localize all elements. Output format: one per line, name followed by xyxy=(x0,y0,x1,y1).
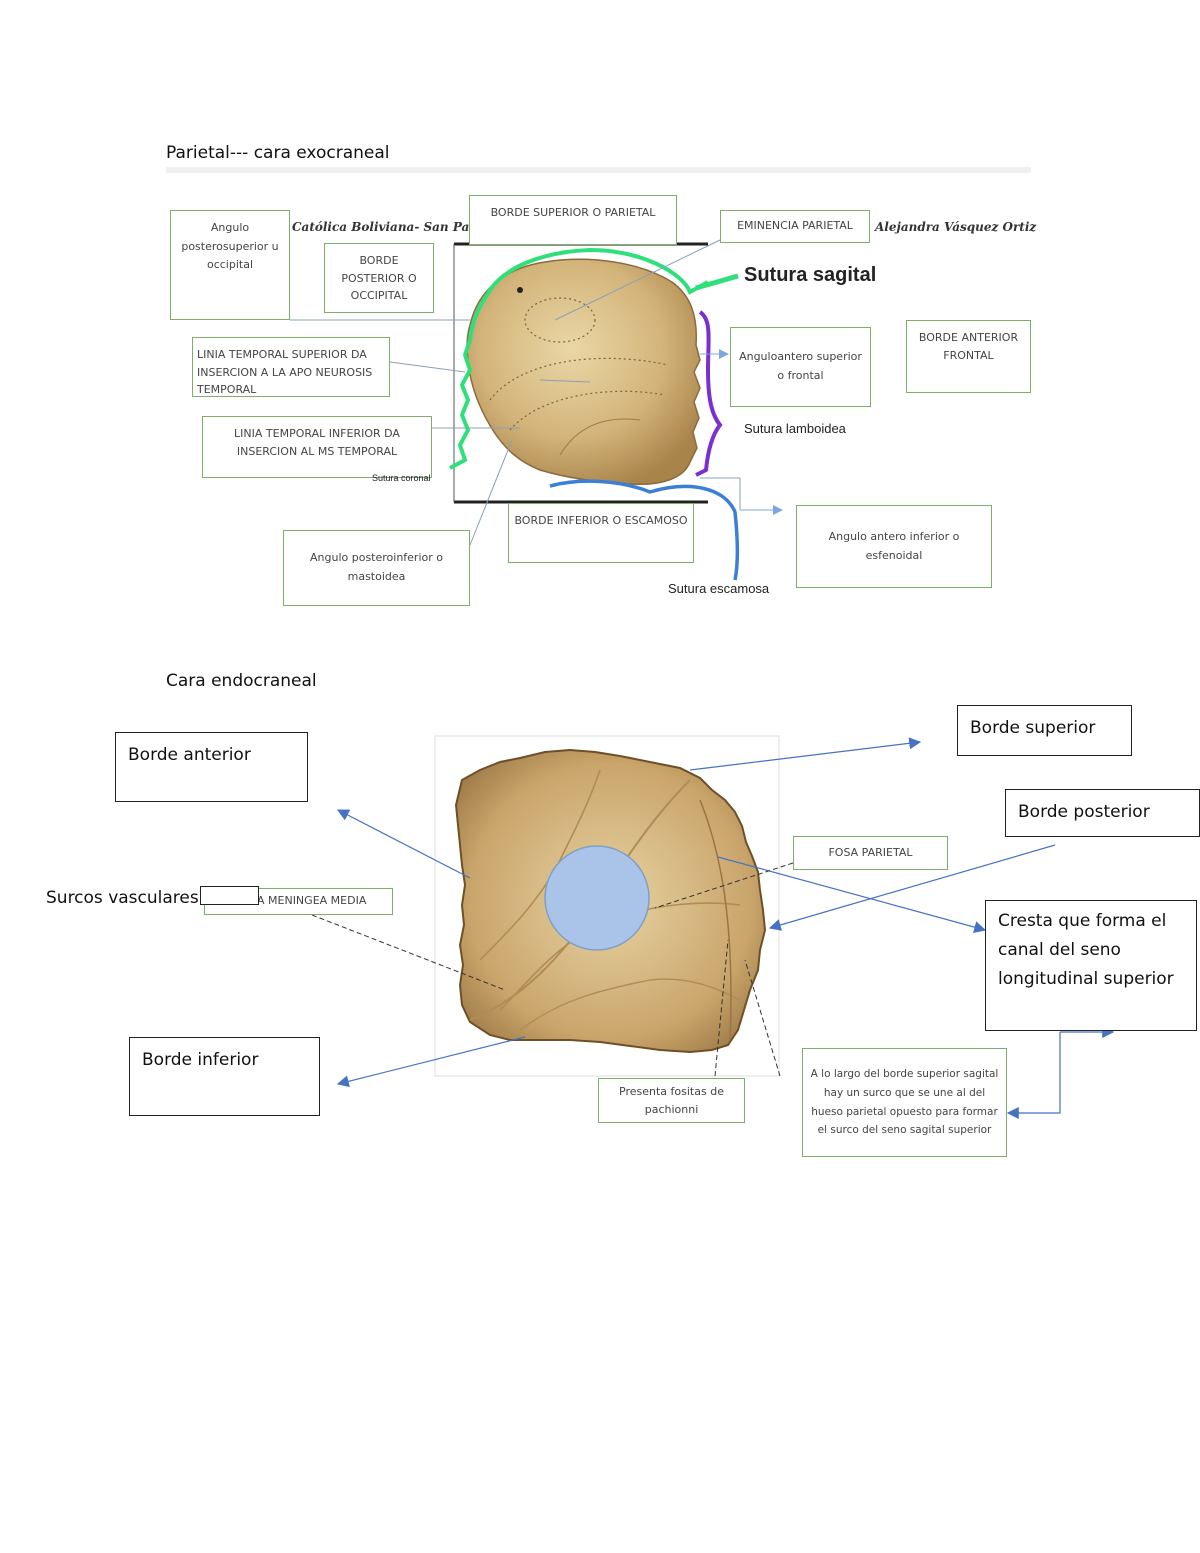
label-borde-posterior: BORDE POSTERIOR O OCCIPITAL xyxy=(324,243,434,313)
arrow-largo xyxy=(1006,1032,1061,1119)
pointer-linea-sup xyxy=(389,361,466,373)
label-eminencia: EMINENCIA PARIETAL xyxy=(720,210,870,243)
temporal-line-inf xyxy=(509,390,666,431)
label-surcos-vasculares: Surcos vasculares xyxy=(46,888,199,908)
section1-heading: Parietal--- cara exocraneal xyxy=(166,143,390,163)
signature-left: Católica Boliviana- San Pablo xyxy=(292,220,491,234)
vascular-groove-3 xyxy=(479,769,601,961)
dashed-fosa xyxy=(654,862,794,909)
arrow-borde-inferior xyxy=(336,1036,526,1088)
label-endo-borde-inferior: Borde inferior xyxy=(129,1037,320,1116)
sagittal-crest xyxy=(699,799,732,1041)
arrow-borde-superior xyxy=(689,737,922,771)
label-endo-cresta: Cresta que forma el canal del seno longi… xyxy=(985,900,1197,1031)
label-sutura-sagital: Sutura sagital xyxy=(744,264,877,286)
temporal-line-sup xyxy=(489,357,669,401)
label-linea-superior: LINIA TEMPORAL SUPERIOR DA INSERCION A L… xyxy=(192,337,390,397)
dashed-largo xyxy=(744,959,781,1077)
pointer-eminencia xyxy=(554,239,721,321)
label-angulo-posterosuperior: Angulo posterosuperior u occipital xyxy=(170,210,290,320)
label-largo-borde: A lo largo del borde superior sagital ha… xyxy=(802,1048,1007,1157)
label-sutura-lamboidea: Sutura lamboidea xyxy=(744,421,846,436)
label-sutura-coronal: Sutura coronal xyxy=(372,473,431,483)
label-borde-anterior: BORDE ANTERIOR FRONTAL xyxy=(906,320,1031,393)
label-endo-borde-posterior: Borde posterior xyxy=(1005,789,1200,837)
green-suture-tail xyxy=(695,273,739,291)
label-borde-inferior: BORDE INFERIOR O ESCAMOSO xyxy=(508,503,694,563)
green-suture xyxy=(449,247,709,470)
arrow-borde-anterior xyxy=(336,809,471,879)
label-sutura-escamosa: Sutura escamosa xyxy=(668,581,770,596)
label-fositas: Presenta fositas de pachionni xyxy=(598,1078,745,1123)
label-angulo-posteroinferior: Angulo posteroinferior o mastoidea xyxy=(283,530,470,606)
vascular-groove-4 xyxy=(519,978,741,1031)
label-angulo-anterosuperior: Anguloantero superior o frontal xyxy=(730,327,871,407)
eminence-outline xyxy=(524,297,596,343)
label-endo-borde-anterior: Borde anterior xyxy=(115,732,308,802)
blue-suture xyxy=(549,479,739,581)
section2-heading: Cara endocraneal xyxy=(166,671,317,691)
arrow-borde-posterior xyxy=(768,844,1056,931)
pointer-angulo-pi xyxy=(469,439,513,546)
pointer-center xyxy=(539,379,591,383)
label-borde-superior: BORDE SUPERIOR O PARIETAL xyxy=(469,195,677,245)
bone-dot xyxy=(517,287,523,293)
dashed-fositas xyxy=(714,939,729,1077)
bone-ridge xyxy=(559,418,641,456)
label-linea-inferior: LINIA TEMPORAL INFERIOR DA INSERCION AL … xyxy=(202,416,432,478)
overlay-small-box xyxy=(200,886,259,905)
header-band xyxy=(166,167,1031,173)
label-angulo-anteroinferior: Angulo antero inferior o esfenoidal xyxy=(796,505,992,588)
parietal-bone-exo xyxy=(466,258,701,486)
arrow-cresta xyxy=(717,856,987,933)
label-fosa-parietal: FOSA PARIETAL xyxy=(793,836,948,870)
parietal-fossa-marker xyxy=(544,845,650,951)
label-endo-borde-superior: Borde superior xyxy=(957,705,1132,756)
purple-suture xyxy=(695,310,723,477)
signature-right: Alejandra Vásquez Ortiz xyxy=(875,220,1037,234)
dashed-meningea xyxy=(311,914,506,991)
